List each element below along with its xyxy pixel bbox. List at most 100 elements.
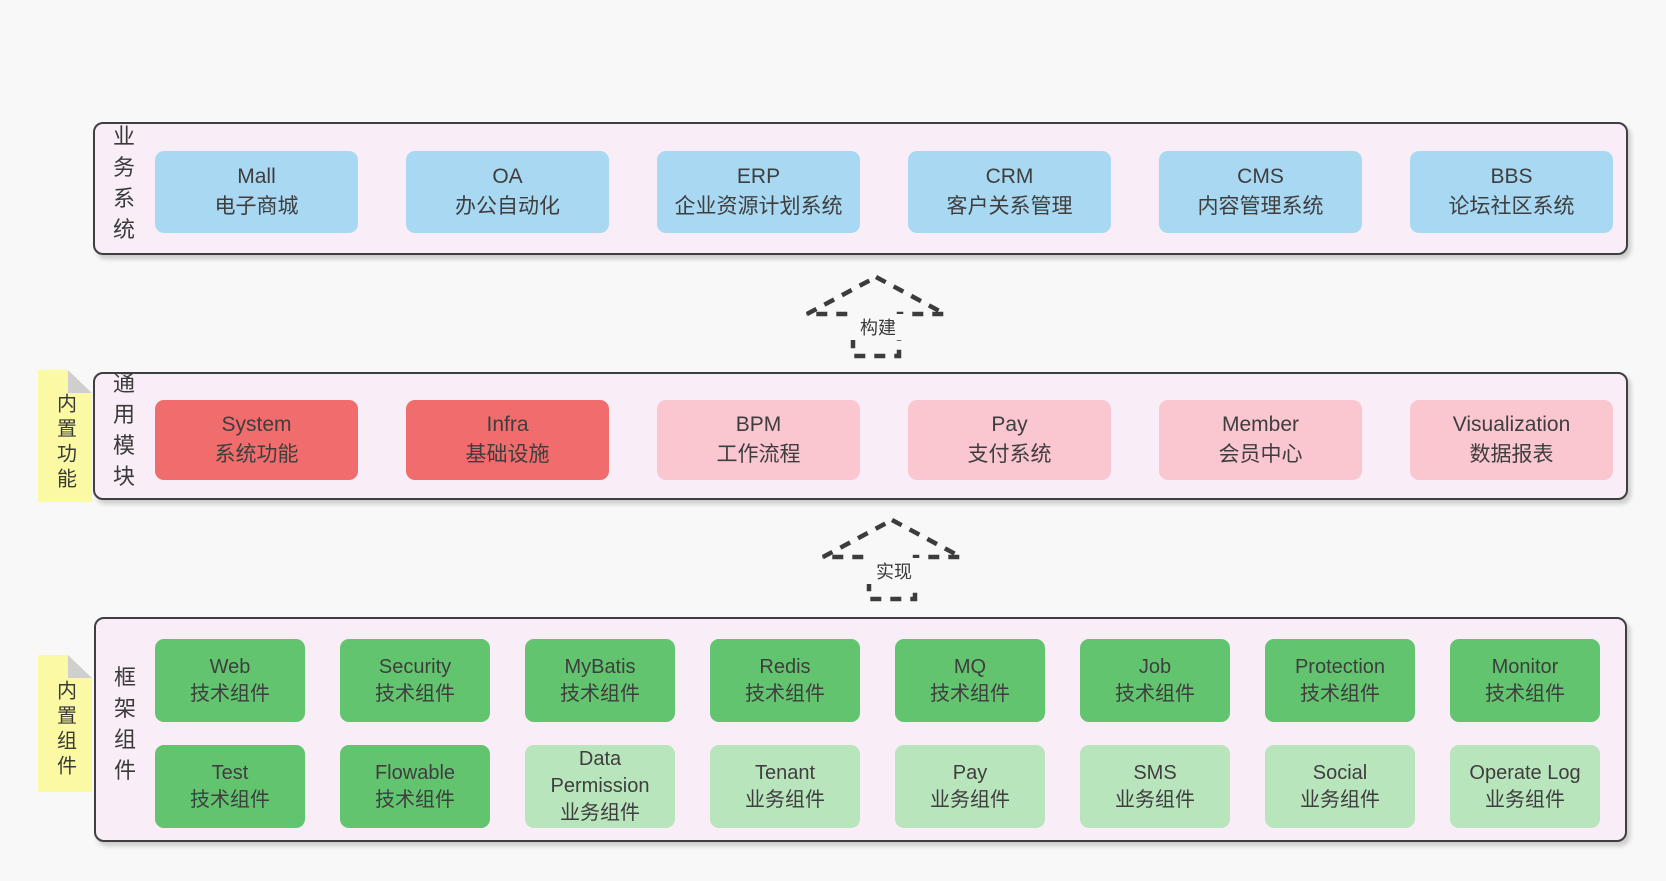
box-title: MQ (953, 655, 987, 678)
box-security: Security 技术组件 (340, 639, 490, 722)
build-arrow-icon (805, 274, 947, 359)
box-title: Redis (759, 655, 811, 678)
box-bpm: BPM 工作流程 (657, 400, 860, 480)
box-system: System 系统功能 (155, 400, 358, 480)
sticky-note-built-in-components: 内置组件 (38, 655, 92, 792)
box-title: Job (1138, 655, 1172, 678)
box-title: Operate Log (1469, 761, 1581, 784)
box-subtitle: 技术组件 (560, 682, 640, 705)
box-title: Tenant (754, 761, 816, 784)
box-subtitle: 会员中心 (1218, 443, 1303, 466)
box-title: Security (378, 655, 452, 678)
implement-arrow-icon (821, 517, 963, 602)
box-pay-component: Pay 业务组件 (895, 745, 1045, 828)
box-subtitle: 业务组件 (1485, 788, 1565, 811)
box-subtitle: 技术组件 (1300, 682, 1380, 705)
box-title: SMS (1133, 761, 1177, 784)
business-row: Mall 电子商城 OA 办公自动化 ERP 企业资源计划系统 CRM 客户关系… (155, 151, 1613, 233)
box-job: Job 技术组件 (1080, 639, 1230, 722)
box-data-permission: Data Permission 业务组件 (525, 745, 675, 828)
panel-common-modules: 通用模块 System 系统功能 Infra 基础设施 BPM 工作流程 Pay… (93, 372, 1628, 500)
box-redis: Redis 技术组件 (710, 639, 860, 722)
box-title: Visualization (1452, 413, 1571, 436)
box-mall: Mall 电子商城 (155, 151, 358, 233)
panel-framework-components: 框架组件 Web 技术组件 Security 技术组件 MyBatis 技术组件… (94, 617, 1627, 842)
box-title: Pay (952, 761, 988, 784)
box-subtitle: 业务组件 (1115, 788, 1195, 811)
panel-modules-label: 通用模块 (110, 371, 135, 496)
box-title: Test (211, 761, 249, 784)
box-subtitle: 技术组件 (190, 682, 270, 705)
box-subtitle: 工作流程 (716, 443, 801, 466)
implement-arrow-label: 实现 (865, 558, 923, 584)
box-subtitle: 支付系统 (967, 443, 1052, 466)
components-row-1: Web 技术组件 Security 技术组件 MyBatis 技术组件 Redi… (155, 639, 1600, 722)
box-subtitle: 业务组件 (1300, 788, 1380, 811)
box-subtitle: 技术组件 (375, 788, 455, 811)
sticky-note-built-in-features: 内置功能 (38, 370, 92, 502)
modules-row: System 系统功能 Infra 基础设施 BPM 工作流程 Pay 支付系统… (155, 400, 1613, 480)
box-subtitle: 客户关系管理 (946, 195, 1073, 218)
box-title: MyBatis (564, 655, 636, 678)
box-title: CRM (985, 165, 1034, 188)
box-subtitle: 业务组件 (560, 802, 640, 824)
box-subtitle: 电子商城 (214, 195, 299, 218)
box-title: Data Permission (550, 748, 650, 797)
box-mq: MQ 技术组件 (895, 639, 1045, 722)
box-subtitle: 技术组件 (190, 788, 270, 811)
box-monitor: Monitor 技术组件 (1450, 639, 1600, 722)
box-subtitle: 数据报表 (1469, 443, 1554, 466)
panel-business-systems: 业务系统 Mall 电子商城 OA 办公自动化 ERP 企业资源计划系统 CRM… (93, 122, 1628, 255)
box-test: Test 技术组件 (155, 745, 305, 828)
box-subtitle: 技术组件 (1115, 682, 1195, 705)
box-cms: CMS 内容管理系统 (1159, 151, 1362, 233)
box-title: Mall (237, 165, 276, 188)
box-subtitle: 系统功能 (214, 443, 299, 466)
box-subtitle: 办公自动化 (455, 195, 560, 218)
panel-components-label: 框架组件 (111, 665, 136, 790)
box-title: Protection (1294, 655, 1386, 678)
box-title: OA (492, 165, 523, 188)
box-bbs: BBS 论坛社区系统 (1410, 151, 1613, 233)
box-subtitle: 论坛社区系统 (1448, 195, 1575, 218)
box-subtitle: 内容管理系统 (1197, 195, 1324, 218)
note-fold-icon (68, 370, 92, 393)
box-tenant: Tenant 业务组件 (710, 745, 860, 828)
box-title: Infra (486, 413, 529, 436)
box-subtitle: 企业资源计划系统 (674, 195, 843, 218)
box-title: Monitor (1491, 655, 1559, 678)
box-sms: SMS 业务组件 (1080, 745, 1230, 828)
box-title: Member (1221, 413, 1300, 436)
box-subtitle: 基础设施 (465, 443, 550, 466)
box-title: BBS (1490, 165, 1533, 188)
box-subtitle: 技术组件 (375, 682, 455, 705)
box-subtitle: 技术组件 (745, 682, 825, 705)
box-member: Member 会员中心 (1159, 400, 1362, 480)
box-title: Pay (991, 413, 1028, 436)
box-visualization: Visualization 数据报表 (1410, 400, 1613, 480)
box-oa: OA 办公自动化 (406, 151, 609, 233)
box-title: BPM (735, 413, 782, 436)
box-subtitle: 技术组件 (1485, 682, 1565, 705)
panel-business-label: 业务系统 (110, 124, 135, 249)
box-subtitle: 业务组件 (745, 788, 825, 811)
box-pay-module: Pay 支付系统 (908, 400, 1111, 480)
box-title: Web (209, 655, 251, 678)
box-social: Social 业务组件 (1265, 745, 1415, 828)
note-fold-icon (68, 655, 92, 678)
build-arrow-label: 构建 (849, 314, 907, 340)
box-infra: Infra 基础设施 (406, 400, 609, 480)
note-text: 内置组件 (53, 680, 76, 781)
box-mybatis: MyBatis 技术组件 (525, 639, 675, 722)
box-erp: ERP 企业资源计划系统 (657, 151, 860, 233)
box-subtitle: 业务组件 (930, 788, 1010, 811)
box-title: CMS (1237, 165, 1284, 188)
note-text: 内置功能 (53, 392, 76, 493)
box-title: Social (1312, 761, 1368, 784)
box-web: Web 技术组件 (155, 639, 305, 722)
box-flowable: Flowable 技术组件 (340, 745, 490, 828)
box-crm: CRM 客户关系管理 (908, 151, 1111, 233)
box-title: System (221, 413, 292, 436)
box-operate-log: Operate Log 业务组件 (1450, 745, 1600, 828)
